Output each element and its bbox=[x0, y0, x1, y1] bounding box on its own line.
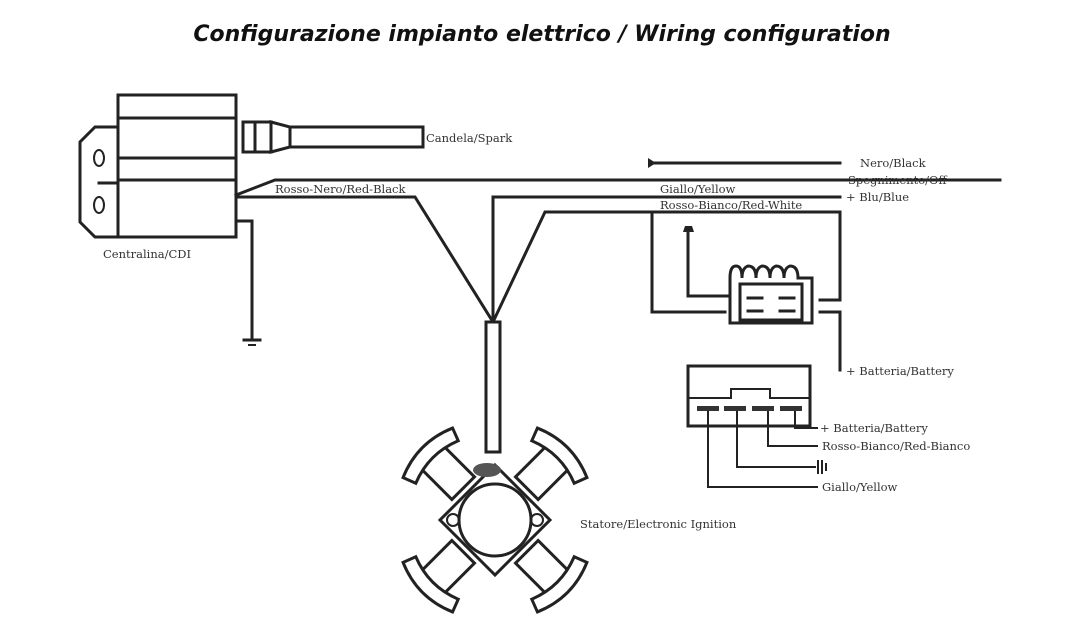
pin-yellow-wire bbox=[707, 411, 818, 488]
pin-battery-wire bbox=[794, 411, 818, 429]
wire-red-white-branch bbox=[491, 210, 657, 324]
stator bbox=[401, 426, 589, 614]
stator-harness bbox=[484, 320, 502, 454]
wire-black-label: Nero/Black bbox=[860, 156, 927, 170]
wire-regulator-left bbox=[650, 210, 727, 314]
wire-red-black-label: Rosso-Nero/Red-Black bbox=[275, 182, 406, 196]
wire-red-white bbox=[653, 210, 842, 302]
wire-yellow-label: Giallo/Yellow bbox=[660, 182, 736, 196]
wire-yellow bbox=[491, 195, 662, 324]
cdi-mount-hole-top bbox=[93, 149, 105, 167]
cdi-mount-hole-bottom bbox=[93, 196, 105, 214]
ground-terminal-icon bbox=[683, 226, 694, 232]
pin-red-white-label: Rosso-Bianco/Red-Bianco bbox=[822, 439, 970, 453]
wire-blue-label: + Blu/Blue bbox=[846, 190, 909, 204]
spark-boot-2 bbox=[253, 120, 273, 154]
spark-label: Candela/Spark bbox=[426, 131, 513, 145]
pin-yellow-label: Giallo/Yellow bbox=[822, 480, 898, 494]
spark-lead bbox=[288, 125, 425, 149]
regulator-battery-label: + Batteria/Battery bbox=[846, 364, 954, 378]
wire-off bbox=[234, 178, 1002, 197]
stator-label: Statore/Electronic Ignition bbox=[580, 517, 737, 531]
spark-boot-1 bbox=[241, 120, 257, 154]
wire-red-black bbox=[234, 195, 496, 325]
diagram-title: Configurazione impianto elettrico / Wiri… bbox=[193, 22, 891, 47]
pin-battery-label: + Batteria/Battery bbox=[820, 421, 928, 435]
cdi-unit bbox=[78, 93, 425, 239]
regulator bbox=[728, 264, 814, 325]
wire-off-label: Spegnimento/Off bbox=[848, 173, 947, 187]
spark-boot-taper bbox=[269, 120, 292, 154]
wire-red-white-label: Rosso-Bianco/Red-White bbox=[660, 198, 802, 212]
cdi-ground bbox=[234, 219, 262, 346]
cdi-label: Centralina/CDI bbox=[103, 247, 191, 261]
cdi-body bbox=[116, 93, 238, 239]
connector bbox=[686, 364, 827, 488]
pin-ground-wire bbox=[736, 411, 816, 468]
pin-red-white-wire bbox=[767, 411, 818, 447]
wire-black-end bbox=[648, 158, 656, 168]
wire-regulator-ground bbox=[686, 230, 732, 298]
wire-regulator-battery bbox=[818, 310, 842, 372]
